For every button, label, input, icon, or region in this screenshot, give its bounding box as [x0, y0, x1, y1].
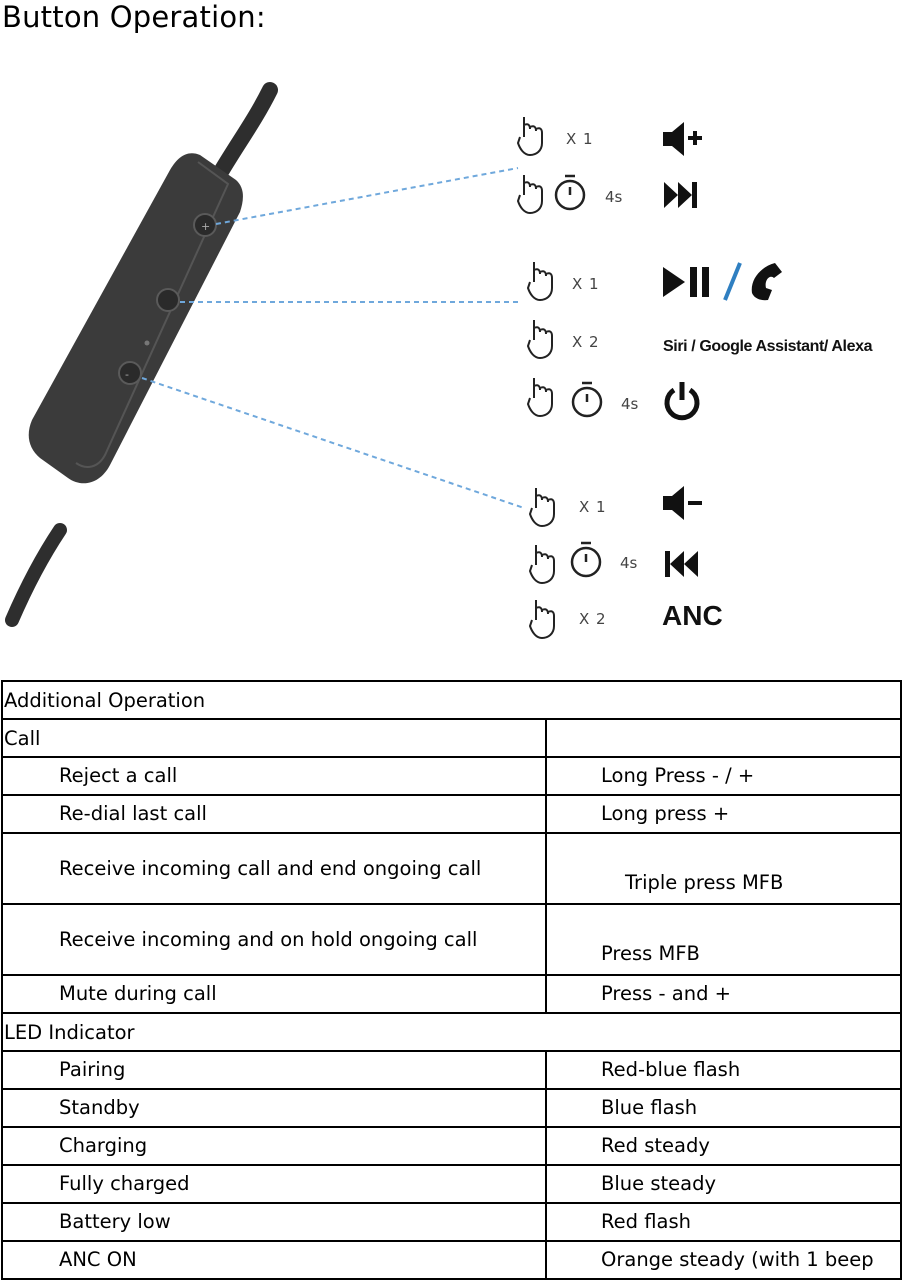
row-label: Charging: [1, 1126, 547, 1166]
table-row: Battery low Red flash: [1, 1202, 902, 1242]
table-row: Re-dial last call Long press +: [1, 794, 902, 834]
page-title: Button Operation:: [2, 0, 266, 34]
row-value: Blue flash: [545, 1088, 902, 1128]
anc-label: ANC: [662, 600, 723, 631]
hand-press-icon: [528, 600, 555, 640]
volume-up-icon: [663, 122, 702, 156]
row-label: Fully charged: [1, 1164, 547, 1204]
voice-assistant-label: Siri / Google Assistant/ Alexa: [663, 338, 873, 355]
row-label: Re-dial last call: [1, 794, 547, 834]
button-diagram: + -: [0, 60, 912, 660]
power-icon: [664, 382, 700, 421]
hold-duration-label: 4s: [620, 554, 638, 572]
row-label: Reject a call: [1, 756, 547, 796]
phone-call-icon: [751, 263, 782, 301]
row-value: Press MFB: [545, 903, 902, 976]
table-row: Fully charged Blue steady: [1, 1164, 902, 1204]
multifunction-button[interactable]: [156, 288, 180, 312]
row-value: Red flash: [545, 1202, 902, 1242]
hand-hold-icon: [526, 378, 553, 418]
row-value: Blue steady: [545, 1164, 902, 1204]
row-value: Red-blue flash: [545, 1050, 902, 1090]
row-value: Long press +: [545, 794, 902, 834]
hand-press-icon: [526, 320, 553, 360]
table-row: ANC ON Orange steady (with 1 beep: [1, 1240, 902, 1280]
remote-control: + -: [28, 153, 243, 484]
operations-table: Additional Operation Call Reject a call …: [1, 680, 902, 1280]
hand-press-icon: [528, 488, 555, 528]
table-row: Mute during call Press - and +: [1, 974, 902, 1014]
row-value: Long Press - / +: [545, 756, 902, 796]
stopwatch-icon: [554, 174, 586, 211]
row-value: Red steady: [545, 1126, 902, 1166]
minus-button[interactable]: [118, 361, 142, 385]
press-count-label: X 2: [579, 610, 607, 628]
table-row: Pairing Red-blue flash: [1, 1050, 902, 1090]
table-row: Reject a call Long Press - / +: [1, 756, 902, 796]
empty-cell: [545, 718, 902, 758]
previous-track-icon: [665, 551, 698, 577]
remote-illustration: + -: [5, 82, 782, 640]
press-count-label: X 1: [572, 275, 600, 293]
hand-press-icon: [526, 262, 553, 302]
row-label: Battery low: [1, 1202, 547, 1242]
row-label: Receive incoming and on hold ongoing cal…: [1, 903, 547, 976]
press-count-label: X 2: [572, 333, 600, 351]
svg-text:+: +: [201, 220, 210, 233]
section-title-call: Call: [1, 718, 547, 758]
plus-button[interactable]: [193, 213, 217, 237]
table-row: Receive incoming call and end ongoing ca…: [1, 832, 902, 905]
row-label: Receive incoming call and end ongoing ca…: [1, 832, 547, 905]
press-count-label: X 1: [566, 130, 594, 148]
hold-duration-label: 4s: [621, 395, 639, 413]
table-row: Standby Blue flash: [1, 1088, 902, 1128]
row-value: Triple press MFB: [545, 832, 902, 905]
table-header: Additional Operation: [1, 680, 902, 720]
hand-hold-icon: [528, 545, 555, 585]
press-count-label: X 1: [579, 498, 607, 516]
table-row: Charging Red steady: [1, 1126, 902, 1166]
stopwatch-icon: [570, 541, 602, 578]
hand-hold-icon: [516, 175, 543, 215]
row-label: ANC ON: [1, 1240, 547, 1280]
section-title-led: LED Indicator: [1, 1012, 902, 1052]
led-light: [144, 340, 150, 346]
volume-down-icon: [663, 486, 702, 520]
stopwatch-icon: [571, 381, 603, 418]
row-value: Press - and +: [545, 974, 902, 1014]
row-label: Pairing: [1, 1050, 547, 1090]
row-label: Standby: [1, 1088, 547, 1128]
slash-divider: [723, 262, 742, 301]
row-value: Orange steady (with 1 beep: [545, 1240, 902, 1280]
row-label: Mute during call: [1, 974, 547, 1014]
next-track-icon: [664, 182, 697, 208]
play-pause-icon: [663, 267, 709, 297]
svg-text:-: -: [125, 368, 129, 381]
table-row: Receive incoming and on hold ongoing cal…: [1, 903, 902, 976]
hold-duration-label: 4s: [605, 188, 623, 206]
hand-press-icon: [516, 117, 543, 157]
